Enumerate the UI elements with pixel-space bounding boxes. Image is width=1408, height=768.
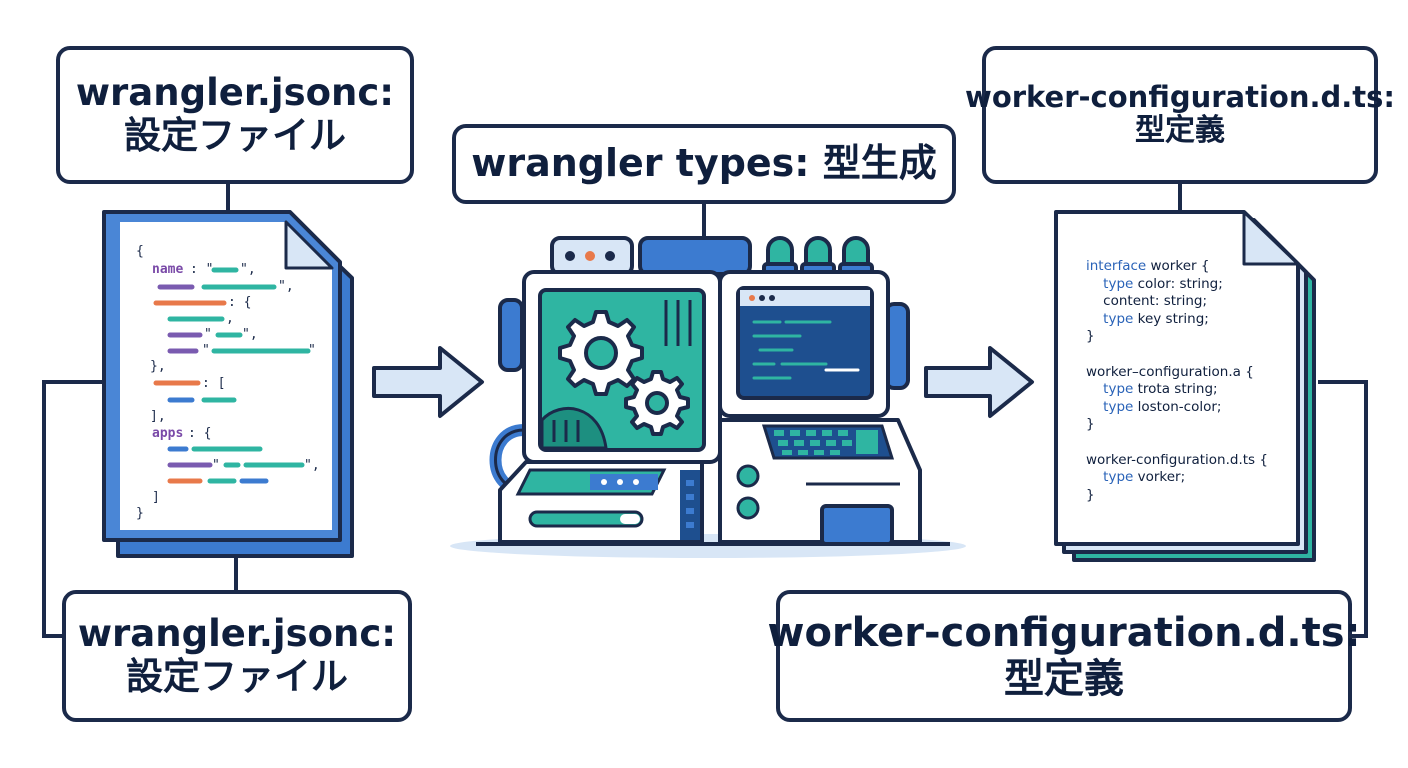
code-keyword: interface — [1086, 258, 1147, 274]
code-punct: }, — [150, 359, 166, 374]
code-line: worker-configuration.d.ts { — [1086, 452, 1268, 470]
type-definition-label-top: worker-configuration.d.ts: 型定義 — [965, 46, 1395, 184]
code-text: worker-configuration.d.ts { — [1086, 451, 1268, 468]
code-line: worker–configuration.a { — [1086, 364, 1268, 382]
code-open-brace: { — [136, 244, 144, 259]
code-line: } — [1086, 416, 1268, 434]
code-apps-key: apps — [152, 426, 184, 441]
code-text: } — [1086, 328, 1095, 345]
code-line — [1086, 434, 1268, 452]
code-keyword: type — [1086, 469, 1134, 486]
code-punct: : { — [228, 295, 252, 310]
code-text: worker { — [1146, 258, 1210, 274]
code-punct: : { — [188, 426, 212, 441]
code-punct: : [ — [202, 376, 226, 391]
code-line: type vorker; — [1086, 469, 1268, 487]
code-name-key: name — [152, 262, 184, 277]
label-line: wrangler types: 型生成 — [471, 141, 937, 186]
code-line: type color: string; — [1086, 276, 1268, 294]
code-text: } — [1086, 416, 1095, 433]
label-line: 設定ファイル — [124, 114, 346, 157]
arrow-right-icon — [924, 346, 1034, 418]
code-keyword: type — [1086, 310, 1134, 327]
arrow-right-icon — [372, 346, 484, 418]
code-punct: " — [212, 458, 220, 473]
code-text: } — [1086, 486, 1095, 503]
code-line: content: string; — [1086, 293, 1268, 311]
config-file-label-top: wrangler.jsonc: 設定ファイル — [56, 46, 414, 184]
label-line: wrangler.jsonc: — [77, 612, 397, 656]
code-line — [1086, 346, 1268, 364]
type-definition-label-bottom: worker-configuration.d.ts: 型定義 — [767, 590, 1361, 722]
code-keyword: type — [1086, 398, 1134, 415]
code-punct: ", — [278, 279, 294, 294]
type-generator-machine-icon — [450, 236, 966, 558]
code-punct: ], — [150, 409, 166, 424]
label-line: worker-configuration.d.ts: — [767, 610, 1361, 656]
code-close-brace: } — [136, 506, 144, 521]
code-punct: , — [226, 311, 234, 326]
code-text: content: string; — [1086, 293, 1207, 310]
code-line: type loston-color; — [1086, 399, 1268, 417]
config-code: { name : " ", ", : { , " ", " " }, : [ ]… — [136, 244, 320, 574]
label-line: 設定ファイル — [126, 655, 348, 698]
code-text: vorker; — [1133, 469, 1186, 486]
code-punct: " — [204, 327, 212, 342]
code-line: type trota string; — [1086, 381, 1268, 399]
code-line: } — [1086, 487, 1268, 505]
code-punct: ", — [242, 327, 258, 342]
code-text: worker–configuration.a { — [1086, 363, 1254, 380]
code-text: trota string; — [1133, 381, 1218, 398]
code-line: type key string; — [1086, 311, 1268, 329]
label-line: 型定義 — [1004, 656, 1124, 702]
code-punct: " — [308, 343, 316, 358]
code-keyword: type — [1086, 381, 1134, 398]
code-line: } — [1086, 328, 1268, 346]
label-line: wrangler.jsonc: — [75, 71, 395, 115]
type-definition-code: interface worker { type color: string; c… — [1086, 258, 1268, 504]
code-line: interface worker { — [1086, 258, 1268, 276]
code-text: loston-color; — [1133, 398, 1222, 415]
code-text: color: string; — [1133, 275, 1223, 292]
code-text: key string; — [1133, 310, 1209, 327]
code-punct: ] — [152, 490, 160, 505]
code-punct: ", — [240, 262, 256, 277]
config-document-icon — [102, 210, 354, 558]
type-generation-label: wrangler types: 型生成 — [452, 124, 956, 204]
label-line: 型定義 — [1135, 113, 1225, 149]
config-file-label-bottom: wrangler.jsonc: 設定ファイル — [62, 590, 412, 722]
code-punct: : " — [190, 262, 214, 277]
type-definition-document-icon — [1054, 210, 1316, 562]
connector-lines — [42, 184, 1368, 638]
code-punct: " — [202, 343, 210, 358]
code-keyword: type — [1086, 275, 1134, 292]
label-line: worker-configuration.d.ts: — [965, 80, 1395, 115]
code-punct: ", — [304, 458, 320, 473]
